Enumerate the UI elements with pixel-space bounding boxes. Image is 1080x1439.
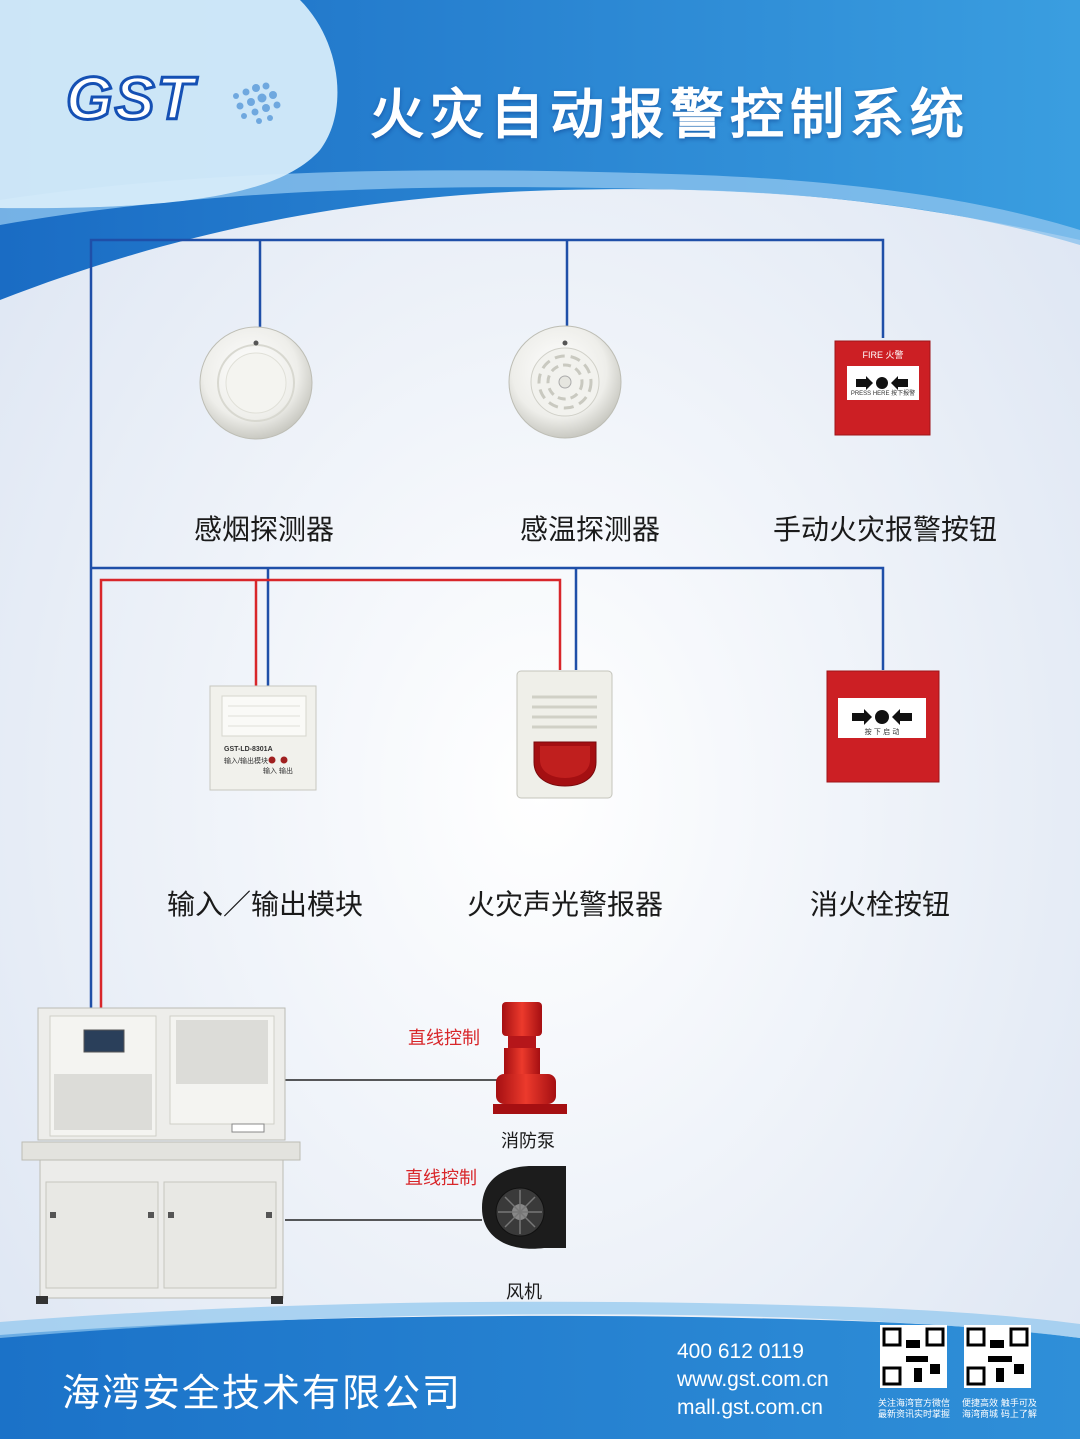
qr-left-caption: 关注海湾官方微信 最新资讯实时掌握 <box>878 1399 950 1421</box>
hydrant-button-label: 消火栓按钮 <box>809 888 950 921</box>
qr-right-caption-line1: 便捷高效 触手可及 <box>962 1399 1037 1409</box>
pump-control-label: 直线控制 <box>408 1028 480 1049</box>
gst-logo: GST <box>64 64 196 134</box>
fire-alarm-control-panel-icon <box>21 1007 301 1304</box>
qr-right-caption: 便捷高效 触手可及 海湾商城 码上了解 <box>962 1399 1037 1421</box>
logo-dots <box>233 82 281 124</box>
io-module-model: GST-LD-8301A <box>224 746 273 753</box>
website-link[interactable]: www.gst.com.cn <box>677 1368 829 1391</box>
fan-icon <box>482 1166 566 1249</box>
header-band <box>0 0 1080 300</box>
hydrant-button-icon <box>826 670 940 783</box>
smoke-detector-label: 感烟探测器 <box>193 513 334 546</box>
sounder-strobe-label: 火灾声光警报器 <box>466 888 663 921</box>
direct-control-lines <box>285 1079 497 1221</box>
fan-label: 风机 <box>506 1282 542 1303</box>
mall-link[interactable]: mall.gst.com.cn <box>677 1396 823 1419</box>
qr-left-caption-line2: 最新资讯实时掌握 <box>878 1410 951 1420</box>
io-module-io-text: 输入 输出 <box>263 768 293 775</box>
io-module-label: 输入／输出模块 <box>166 888 363 921</box>
company-name: 海湾安全技术有限公司 <box>62 1371 463 1415</box>
sounder-strobe-icon <box>516 670 613 799</box>
io-module-name: 输入/输出模块 <box>224 758 268 765</box>
smoke-detector-icon <box>199 326 313 440</box>
pump-label: 消防泵 <box>501 1131 555 1152</box>
io-module-icon <box>209 685 317 791</box>
detector-bus <box>89 238 885 1008</box>
footer-band <box>0 1301 1080 1439</box>
phone-number: 400 612 0119 <box>677 1340 804 1363</box>
fan-control-label: 直线控制 <box>405 1168 477 1189</box>
manual-call-point-icon <box>834 340 931 436</box>
call-point-face-text: FIRE 火警 <box>862 350 904 360</box>
power-line <box>99 578 562 1008</box>
qr-right-caption-line2: 海湾商城 码上了解 <box>962 1410 1037 1420</box>
qr-code-left-icon <box>880 1325 947 1388</box>
heat-detector-icon <box>508 325 622 439</box>
qr-code-right-icon <box>964 1325 1031 1388</box>
fire-pump-icon <box>493 1002 567 1114</box>
page-title: 火灾自动报警控制系统 <box>370 83 970 146</box>
qr-left-caption-line1: 关注海湾官方微信 <box>878 1399 951 1409</box>
hydrant-face-sub: 按 下 启 动 <box>864 728 900 736</box>
call-point-face-sub: PRESS HERE 按下报警 <box>850 391 916 397</box>
manual-call-point-label: 手动火灾报警按钮 <box>772 513 997 546</box>
heat-detector-label: 感温探测器 <box>519 513 660 546</box>
